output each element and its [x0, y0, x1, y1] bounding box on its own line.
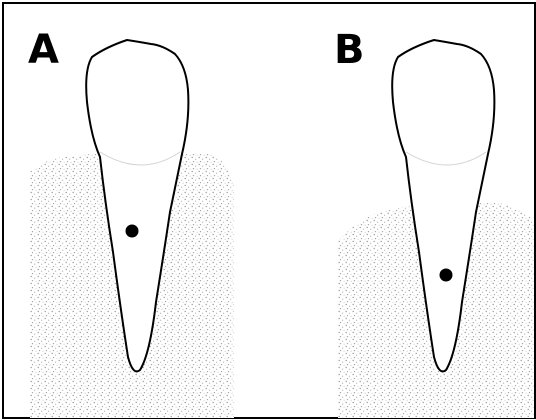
panel-label-b: B	[334, 30, 365, 70]
panel-label-a: A	[28, 30, 59, 70]
center-of-rotation-a	[126, 225, 139, 238]
center-of-rotation-b	[440, 269, 453, 282]
